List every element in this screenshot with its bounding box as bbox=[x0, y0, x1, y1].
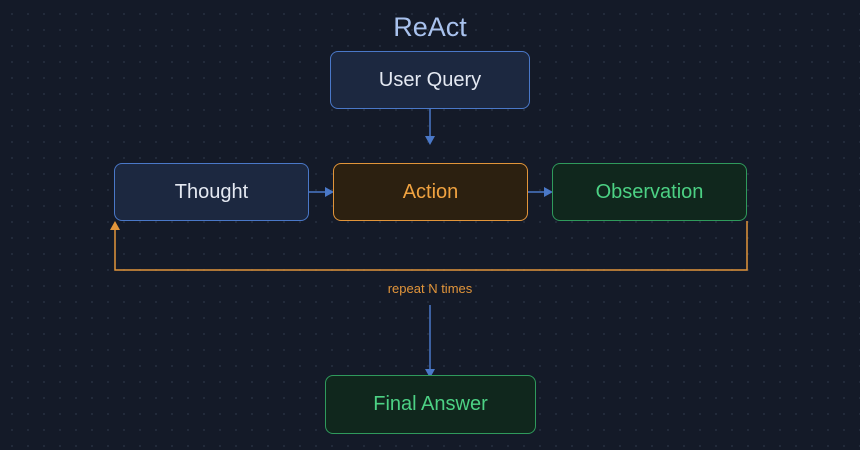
node-action-label: Action bbox=[402, 180, 459, 203]
node-user-query-label: User Query bbox=[378, 68, 482, 91]
arrowhead-query bbox=[425, 136, 435, 145]
node-observation-label: Observation bbox=[595, 180, 704, 203]
node-thought-label: Thought bbox=[174, 180, 249, 203]
node-thought: Thought bbox=[114, 163, 309, 221]
arrowhead-action-observation bbox=[544, 187, 553, 197]
arrowhead-loop bbox=[110, 221, 120, 230]
arrowhead-thought-action bbox=[325, 187, 334, 197]
edge-loop-back bbox=[114, 221, 748, 271]
node-user-query: User Query bbox=[330, 51, 530, 109]
arrowhead-final bbox=[425, 369, 435, 378]
loop-label: repeat N times bbox=[387, 281, 473, 296]
node-final-answer: Final Answer bbox=[325, 375, 536, 434]
diagram-title: ReAct bbox=[393, 12, 467, 42]
node-final-answer-label: Final Answer bbox=[373, 393, 488, 415]
node-observation: Observation bbox=[552, 163, 747, 221]
node-action: Action bbox=[333, 163, 528, 221]
